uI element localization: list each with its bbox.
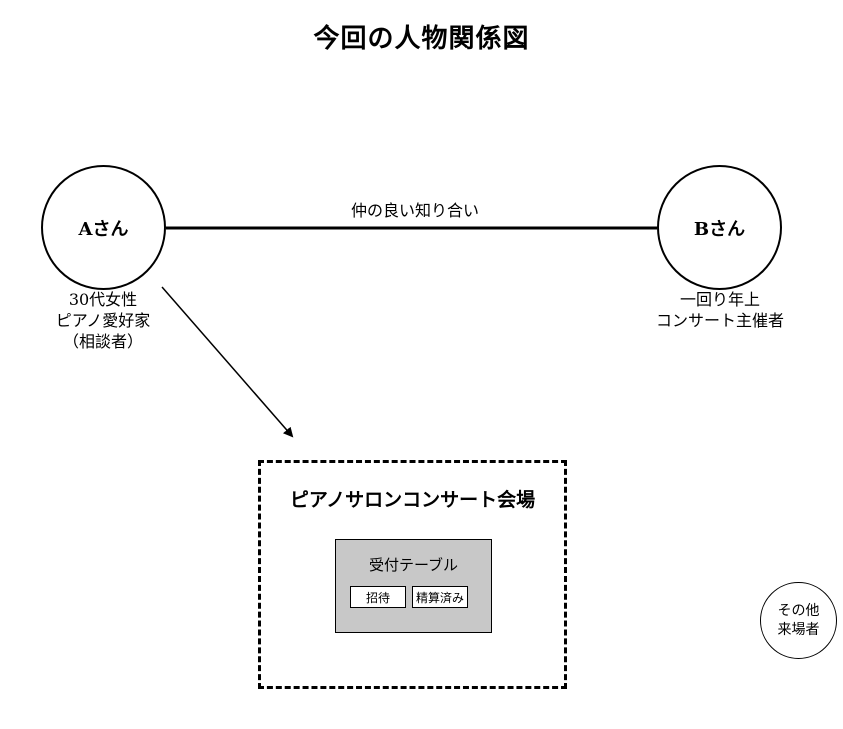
arrow-to-venue <box>161 286 294 438</box>
invite-tag: 招待 <box>350 586 406 608</box>
person-a-desc-line: 30代女性 <box>68 290 138 309</box>
venue-box: ピアノサロンコンサート会場 受付テーブル 招待 精算済み <box>258 460 567 689</box>
other-attendees-node: その他 来場者 <box>760 582 837 659</box>
paid-tag: 精算済み <box>412 586 468 608</box>
other-attendees-line: その他 <box>777 602 820 619</box>
person-b-description: 一回り年上 コンサート主催者 <box>630 289 810 331</box>
person-b-node: Bさん <box>657 165 782 290</box>
person-a-label: Aさん <box>78 218 129 240</box>
venue-title: ピアノサロンコンサート会場 <box>289 489 536 511</box>
person-b-desc-line: 一回り年上 <box>679 290 760 309</box>
other-attendees-line: 来場者 <box>777 621 820 638</box>
diagram-title: 今回の人物関係図 <box>313 24 530 54</box>
person-b-desc-line: コンサート主催者 <box>655 311 784 330</box>
person-a-node: Aさん <box>41 165 166 290</box>
person-a-desc-line: （相談者） <box>62 332 143 351</box>
person-a-desc-line: ピアノ愛好家 <box>55 311 151 330</box>
person-a-description: 30代女性 ピアノ愛好家 （相談者） <box>13 289 193 352</box>
reception-table: 受付テーブル 招待 精算済み <box>335 539 492 633</box>
person-b-label: Bさん <box>693 218 746 240</box>
reception-title: 受付テーブル <box>368 556 459 574</box>
relation-label: 仲の良い知り合い <box>350 201 479 220</box>
